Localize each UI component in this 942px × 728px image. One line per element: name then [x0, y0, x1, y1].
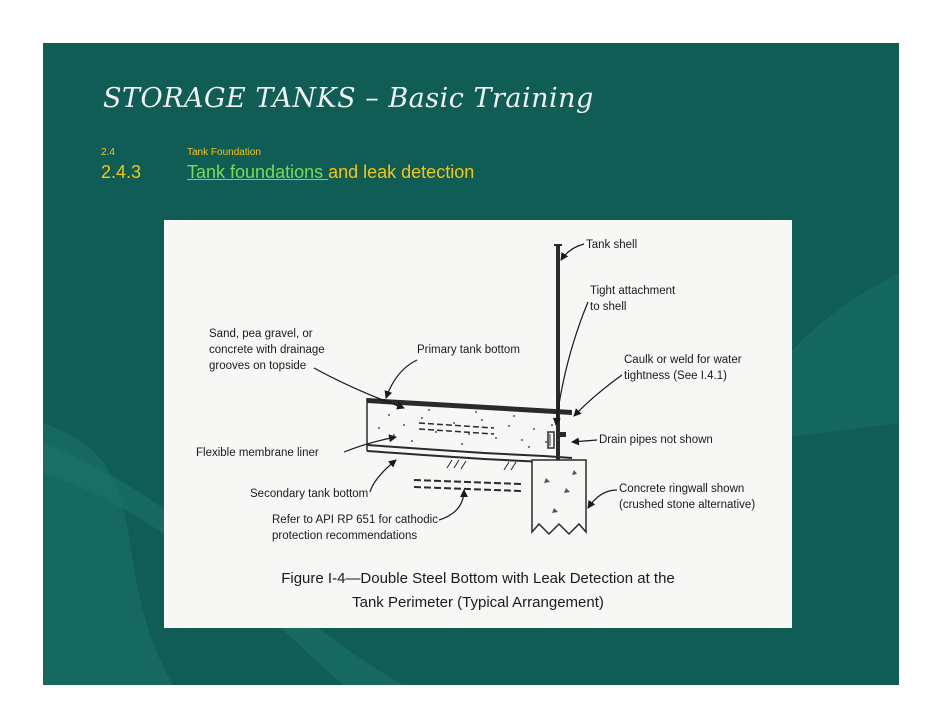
primary-tank-bottom — [367, 398, 572, 415]
label-caulk-1: Caulk or weld for water — [624, 354, 742, 366]
figure-image: Tank shell Tight attachment to shell San… — [164, 220, 792, 628]
label-caulk-2: tightness (See I.4.1) — [624, 370, 727, 382]
secondary-tank-bottom — [366, 450, 561, 464]
figure-caption-line-1: Figure I-4—Double Steel Bottom with Leak… — [281, 570, 675, 587]
section-title-rest: and leak detection — [328, 162, 475, 182]
label-sand-2: concrete with drainage — [209, 344, 325, 356]
label-tight-attachment-2: to shell — [590, 301, 626, 313]
section-label-small: Tank Foundation — [187, 147, 261, 158]
label-secondary-bottom: Secondary tank bottom — [250, 488, 368, 500]
section-number-small: 2.4 — [101, 147, 115, 158]
slide: STORAGE TANKS – Basic Training 2.4 Tank … — [43, 43, 899, 685]
sand-fill — [378, 409, 553, 448]
flexible-membrane-liner — [366, 444, 573, 459]
figure-caption-line-2: Tank Perimeter (Typical Arrangement) — [352, 594, 604, 611]
label-flexible-liner: Flexible membrane liner — [196, 447, 319, 459]
concrete-ringwall — [531, 459, 587, 536]
label-sand-3: grooves on topside — [209, 360, 306, 372]
label-ringwall-1: Concrete ringwall shown — [619, 483, 744, 495]
label-drain-pipes: Drain pipes not shown — [599, 434, 713, 446]
label-tight-attachment-1: Tight attachment — [590, 285, 676, 297]
tank-bottom-diagram: Tank shell Tight attachment to shell San… — [196, 239, 755, 611]
section-title: Tank foundations and leak detection — [187, 162, 474, 183]
tank-shell — [556, 245, 560, 460]
tank-foundations-link[interactable]: Tank foundations — [187, 162, 329, 182]
label-tank-shell: Tank shell — [586, 239, 637, 251]
label-api-2: protection recommendations — [272, 530, 417, 542]
label-primary-bottom: Primary tank bottom — [417, 344, 520, 356]
section-number: 2.4.3 — [101, 162, 142, 182]
label-ringwall-2: (crushed stone alternative) — [619, 499, 755, 511]
label-api-1: Refer to API RP 651 for cathodic — [272, 514, 438, 526]
slide-title: STORAGE TANKS – Basic Training — [103, 83, 594, 114]
label-sand-1: Sand, pea gravel, or — [209, 328, 313, 340]
